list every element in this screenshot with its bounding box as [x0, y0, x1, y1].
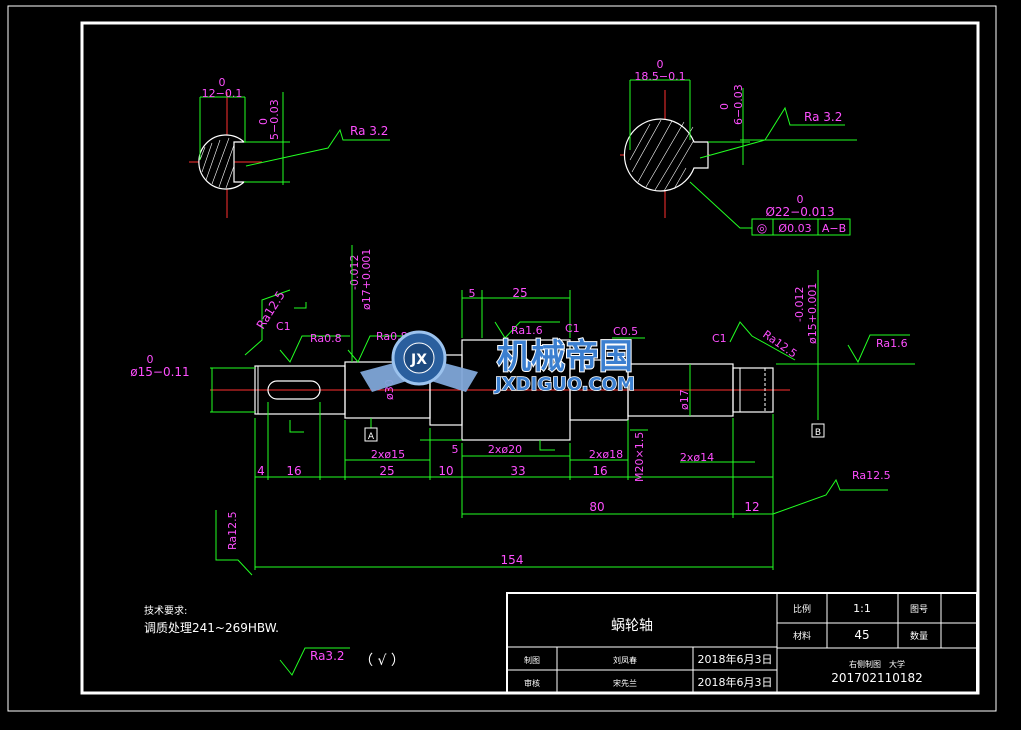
drawn-name: 刘凤春	[613, 655, 637, 665]
scale-value: 1:1	[853, 602, 871, 615]
dim-80: 80	[589, 500, 604, 514]
dim-2x18: 2xø18	[589, 448, 623, 461]
left-roughness: Ra 3.2	[350, 124, 388, 138]
section-left: 0 12−0.1 0 5−0.03 Ra 3.2	[189, 76, 390, 218]
dim5-top: 5	[469, 287, 476, 300]
drawn-label: 制图	[524, 655, 540, 665]
material-value: 45	[854, 628, 869, 642]
dim5-mid: 5	[452, 443, 459, 456]
right-roughness: Ra 3.2	[804, 110, 842, 124]
dim-dia15-top: 0	[147, 353, 154, 366]
dim-dia17: ø17	[678, 389, 691, 410]
material-label: 材料	[793, 630, 811, 642]
watermark-cn: 机械帝国	[497, 337, 633, 377]
watermark-badge: JX	[410, 352, 427, 368]
notes-title: 技术要求:	[144, 604, 187, 617]
dim25-top: 25	[512, 286, 527, 300]
tol-left-b: ø17+0.001	[360, 249, 373, 310]
section-right: 0 18.5−0.1 0 6−0.03 Ra 3.2 0 Ø22−0.013 ◎…	[620, 58, 857, 236]
student-id: 201702110182	[831, 671, 923, 685]
tol-left-a: -0.012	[348, 255, 361, 290]
notes-roughness: Ra3.2	[310, 649, 345, 663]
school-name: 右侧制图 大学	[849, 659, 905, 669]
right-dim-top: 0	[657, 58, 664, 71]
checked-name: 宋先兰	[613, 678, 637, 688]
right-dim-depth: 6−0.03	[732, 84, 745, 125]
datum-b: B	[815, 428, 821, 438]
dim-m20: M20×1.5	[633, 432, 646, 482]
tol-ref: A−B	[822, 222, 846, 235]
dim-12: 12	[744, 500, 759, 514]
tol-right-b: ø15+0.001	[806, 283, 819, 344]
c1-mid: C1	[565, 322, 580, 335]
datum-a: A	[368, 432, 375, 442]
left-dim-top: 0	[219, 76, 226, 89]
right-dim-width: 18.5−0.1	[634, 70, 685, 83]
ra16-right: Ra1.6	[876, 337, 908, 350]
drawn-date: 2018年6月3日	[698, 652, 773, 666]
dim-2x14: 2xø14	[680, 451, 714, 464]
watermark-en: JXDIGUO.COM	[493, 374, 635, 395]
left-dim-depth: 5−0.03	[268, 99, 281, 140]
drawing-no-label: 图号	[910, 604, 928, 615]
checked-date: 2018年6月3日	[698, 675, 773, 689]
scale-label: 比例	[793, 603, 811, 615]
watermark-logo: JX 机械帝国 JXDIGUO.COM	[360, 330, 636, 396]
left-dim-depth-top: 0	[257, 118, 270, 125]
qty-label: 数量	[910, 630, 928, 642]
ra-vertical: Ra12.5	[226, 511, 239, 550]
dim-4: 4	[257, 464, 265, 478]
shaft-view: 0 ø15−0.11 Ra12.5 C1 Ra0.8 Ra0.8 -0.012 …	[130, 245, 915, 576]
part-name: 蜗轮轴	[611, 618, 653, 634]
c1-left: C1	[276, 320, 291, 333]
tol-value: Ø0.03	[778, 222, 811, 235]
left-dim-width: 12−0.1	[202, 87, 243, 100]
dim-16b: 16	[592, 464, 607, 478]
outer-frame	[7, 5, 997, 712]
ra08-a: Ra0.8	[310, 332, 342, 345]
dim-dia15: ø15−0.11	[130, 365, 189, 379]
dim-154: 154	[501, 553, 524, 567]
right-dia: Ø22−0.013	[765, 205, 834, 219]
c1-right: C1	[712, 332, 727, 345]
right-dim-depth-top: 0	[718, 103, 731, 110]
dim-2x20: 2xø20	[488, 443, 522, 456]
dim-16a: 16	[286, 464, 301, 478]
technical-notes: 技术要求: 调质处理241~269HBW. Ra3.2 （ √ ）	[144, 604, 405, 676]
ra16-mid: Ra1.6	[511, 324, 543, 337]
c05: C0.5	[613, 325, 638, 338]
dim-25: 25	[379, 464, 394, 478]
dim-33: 33	[510, 464, 525, 478]
dim-2x15: 2xø15	[371, 448, 405, 461]
dim-10: 10	[438, 464, 453, 478]
notes-roughness-mark: （ √ ）	[359, 653, 405, 669]
right-dia-top: 0	[797, 193, 804, 206]
notes-line: 调质处理241~269HBW.	[144, 621, 279, 635]
coaxiality-icon: ◎	[757, 221, 767, 235]
ra-bottom: Ra12.5	[852, 469, 891, 482]
title-block: 蜗轮轴 比例 1:1 图号 材料 45 数量 制图 刘凤春 2018年6月3日 …	[506, 592, 978, 694]
tol-right-a: -0.012	[793, 287, 806, 322]
checked-label: 审核	[524, 678, 540, 688]
